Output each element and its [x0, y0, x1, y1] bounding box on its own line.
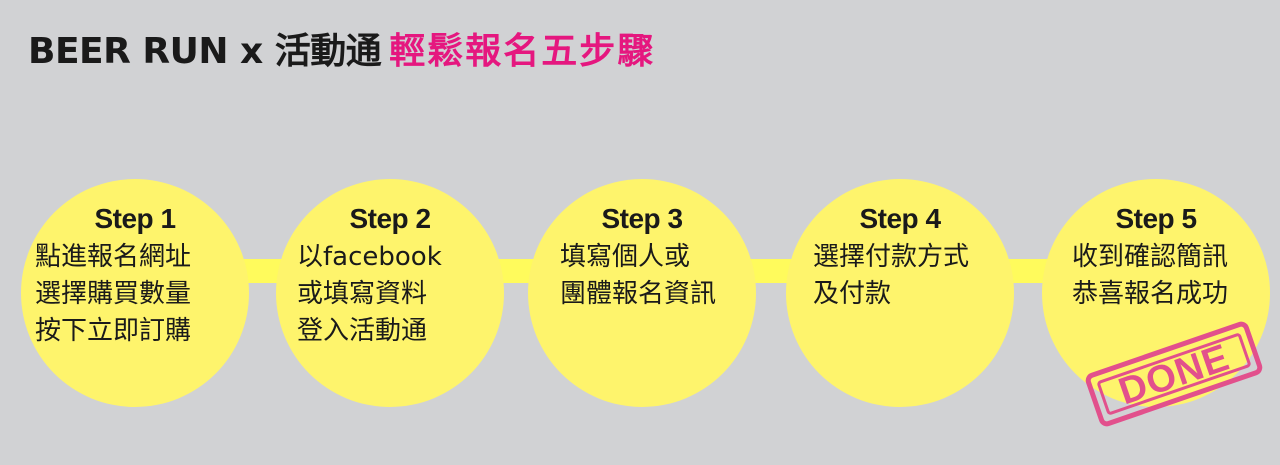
step-3-body: 填寫個人或 團體報名資訊 [528, 239, 756, 313]
step-5-line-2: 恭喜報名成功 [1072, 279, 1229, 309]
step-4-title: Step 4 [859, 203, 941, 234]
step-1-circle: Step 1 點進報名網址 選擇購買數量 按下立即訂購 [21, 179, 249, 407]
title-accent: 輕鬆報名五步驟 [389, 31, 656, 72]
step-3-circle: Step 3 填寫個人或 團體報名資訊 [528, 179, 756, 407]
step-1-line-3: 按下立即訂購 [35, 316, 192, 346]
step-2-circle: Step 2 以facebook 或填寫資料 登入活動通 [276, 179, 504, 407]
title-main: BEER RUN x 活動通 [28, 31, 382, 72]
step-1-title: Step 1 [94, 203, 176, 234]
step-4-line-1: 選擇付款方式 [813, 242, 970, 272]
page-title: BEER RUN x 活動通輕鬆報名五步驟 [28, 34, 655, 70]
step-2-line-2: 或填寫資料 [297, 279, 428, 309]
step-2-body: 以facebook 或填寫資料 登入活動通 [276, 239, 504, 350]
step-1-line-1: 點進報名網址 [35, 242, 192, 272]
step-2-line-3: 登入活動通 [297, 316, 428, 346]
step-1-body: 點進報名網址 選擇購買數量 按下立即訂購 [21, 239, 249, 350]
step-5-body: 收到確認簡訊 恭喜報名成功 [1042, 239, 1270, 313]
step-1-line-2: 選擇購買數量 [35, 279, 192, 309]
step-3-title: Step 3 [601, 203, 683, 234]
step-2-title: Step 2 [349, 203, 431, 234]
step-3-line-1: 填寫個人或 [560, 242, 691, 272]
step-3-line-2: 團體報名資訊 [560, 279, 717, 309]
step-5-circle: Step 5 收到確認簡訊 恭喜報名成功 [1042, 179, 1270, 407]
step-4-line-2: 及付款 [813, 279, 892, 309]
step-5-title: Step 5 [1115, 203, 1197, 234]
step-4-body: 選擇付款方式 及付款 [786, 239, 1014, 313]
step-5-line-1: 收到確認簡訊 [1072, 242, 1229, 272]
step-4-circle: Step 4 選擇付款方式 及付款 [786, 179, 1014, 407]
step-2-line-1: 以facebook [297, 242, 442, 272]
